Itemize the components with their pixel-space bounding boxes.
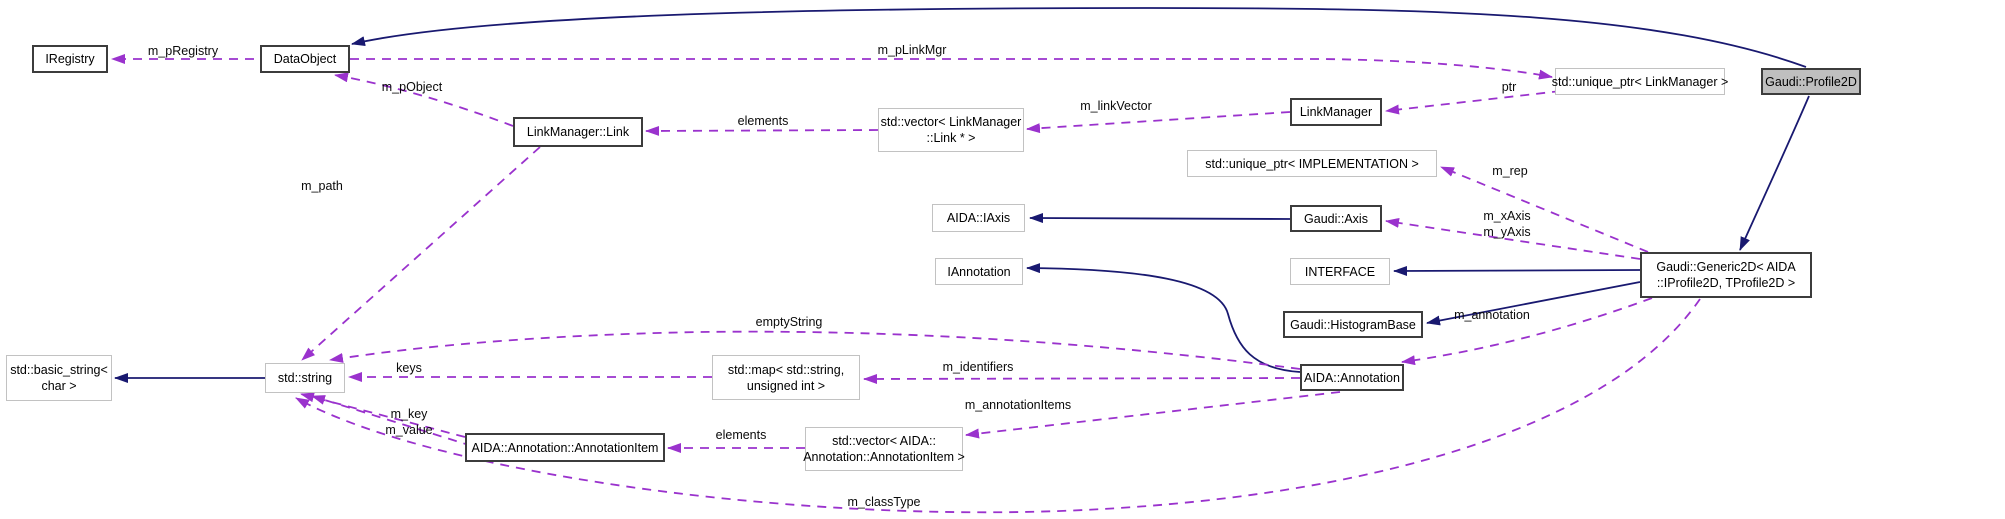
node-label: Gaudi::Axis	[1304, 211, 1368, 226]
edge-inherit-axis-iaxis	[1029, 213, 1291, 224]
node-aida-annotation[interactable]: AIDA::Annotation	[1300, 364, 1404, 391]
node-label: std::map< std::string,	[727, 362, 845, 377]
node-label: AIDA::Annotation::AnnotationItem	[471, 440, 659, 455]
edge-ptr	[1385, 90, 1562, 115]
edge-inherit-annotation-iannotation	[1026, 263, 1301, 373]
node-std-vector-annotationitem: std::vector< AIDA:: Annotation::Annotati…	[803, 427, 965, 471]
node-std-vector-linkmanager-link: std::vector< LinkManager ::Link * >	[878, 108, 1024, 152]
node-iregistry[interactable]: IRegistry	[32, 45, 108, 73]
node-label: char >	[41, 379, 77, 393]
edge-label-m-pregistry: m_pRegistry	[147, 44, 219, 58]
edge-label-m-yaxis: m_yAxis	[1483, 225, 1531, 239]
edge-label-m-plinkmgr: m_pLinkMgr	[877, 43, 947, 57]
edge-label-keys: keys	[396, 361, 422, 375]
edge-m-key	[300, 392, 466, 438]
node-label: Gaudi::HistogramBase	[1290, 317, 1416, 332]
node-label: ::Link * >	[926, 131, 976, 145]
edge-label-m-identifiers: m_identifiers	[942, 360, 1014, 374]
edge-inherit-profile2d-dataobject	[351, 7, 1807, 68]
edge-label-elements-top: elements	[737, 114, 789, 128]
edge-label-m-value: m_value	[385, 423, 433, 437]
node-std-unique-ptr-linkmanager: std::unique_ptr< LinkManager >	[1552, 68, 1728, 95]
node-gaudi-axis[interactable]: Gaudi::Axis	[1290, 205, 1382, 232]
node-label: Gaudi::Profile2D	[1765, 74, 1857, 89]
node-interface: INTERFACE	[1290, 258, 1390, 285]
edge-m-rep	[1440, 166, 1649, 253]
edge-elements-top	[645, 125, 879, 136]
edge-label-m-annotationitems: m_annotationItems	[964, 398, 1072, 412]
node-label: IRegistry	[45, 52, 95, 66]
edge-m-pobject	[334, 72, 514, 127]
edge-label-m-classtype: m_classType	[847, 495, 921, 509]
node-label: std::unique_ptr< LinkManager >	[1551, 74, 1729, 89]
edge-inherit-generic2d-histogrambase	[1426, 281, 1641, 326]
node-iannotation: IAnnotation	[935, 258, 1023, 285]
node-std-unique-ptr-implementation: std::unique_ptr< IMPLEMENTATION >	[1187, 150, 1437, 177]
edge-label-m-path: m_path	[301, 179, 343, 193]
node-label: Annotation::AnnotationItem >	[803, 450, 965, 464]
node-label: std::unique_ptr< IMPLEMENTATION >	[1205, 156, 1419, 171]
node-label: LinkManager::Link	[526, 125, 630, 139]
node-gaudi-profile2d: Gaudi::Profile2D	[1761, 68, 1861, 95]
node-label: LinkManager	[1299, 105, 1373, 119]
edge-m-xaxis-yaxis	[1385, 217, 1641, 260]
node-aida-iaxis: AIDA::IAxis	[932, 204, 1025, 232]
node-std-string: std::string	[265, 363, 345, 393]
edge-m-value	[311, 395, 473, 447]
edge-label-m-pobject: m_pObject	[381, 80, 443, 94]
node-label: std::basic_string<	[10, 363, 108, 377]
node-label: Gaudi::Generic2D< AIDA	[1656, 260, 1796, 274]
node-label: DataObject	[273, 52, 337, 66]
node-linkmanager[interactable]: LinkManager	[1290, 98, 1382, 126]
node-dataobject[interactable]: DataObject	[260, 45, 350, 73]
node-gaudi-histogrambase[interactable]: Gaudi::HistogramBase	[1283, 311, 1423, 338]
node-label: AIDA::Annotation	[1304, 370, 1400, 385]
edge-label-m-xaxis: m_xAxis	[1483, 209, 1531, 223]
edge-inherit-generic2d-interface	[1393, 265, 1641, 276]
edge-label-m-rep: m_rep	[1492, 164, 1528, 178]
node-aida-annotationitem[interactable]: AIDA::Annotation::AnnotationItem	[465, 433, 665, 462]
node-label: ::IProfile2D, TProfile2D >	[1656, 276, 1796, 290]
node-label: std::vector< LinkManager	[880, 115, 1022, 129]
node-label: IAnnotation	[947, 264, 1011, 279]
edge-label-m-linkvector: m_linkVector	[1080, 99, 1152, 113]
node-label: std::vector< AIDA::	[832, 434, 936, 448]
node-label: AIDA::IAxis	[946, 211, 1011, 225]
edge-inherit-profile2d-generic2d	[1739, 95, 1810, 251]
edge-label-emptystring: emptyString	[755, 315, 823, 329]
node-gaudi-generic2d[interactable]: Gaudi::Generic2D< AIDA ::IProfile2D, TPr…	[1640, 252, 1812, 298]
node-linkmanager-link[interactable]: LinkManager::Link	[513, 117, 643, 147]
edge-m-linkvector	[1026, 111, 1291, 134]
edge-label-ptr: ptr	[1501, 80, 1517, 94]
edge-m-plinkmgr	[350, 58, 1553, 80]
edge-m-identifiers	[863, 373, 1301, 384]
edge-label-m-key: m_key	[390, 407, 428, 421]
node-label: INTERFACE	[1304, 264, 1376, 279]
node-std-basic-string: std::basic_string< char >	[6, 355, 112, 401]
edge-m-annotation	[1401, 297, 1653, 366]
node-label: std::string	[277, 371, 333, 385]
node-label: unsigned int >	[746, 378, 826, 393]
node-std-map: std::map< std::string, unsigned int >	[712, 355, 860, 400]
edge-label-elements-bottom: elements	[715, 428, 767, 442]
edge-m-path	[301, 146, 541, 361]
edge-label-m-annotation: m_annotation	[1454, 308, 1530, 322]
